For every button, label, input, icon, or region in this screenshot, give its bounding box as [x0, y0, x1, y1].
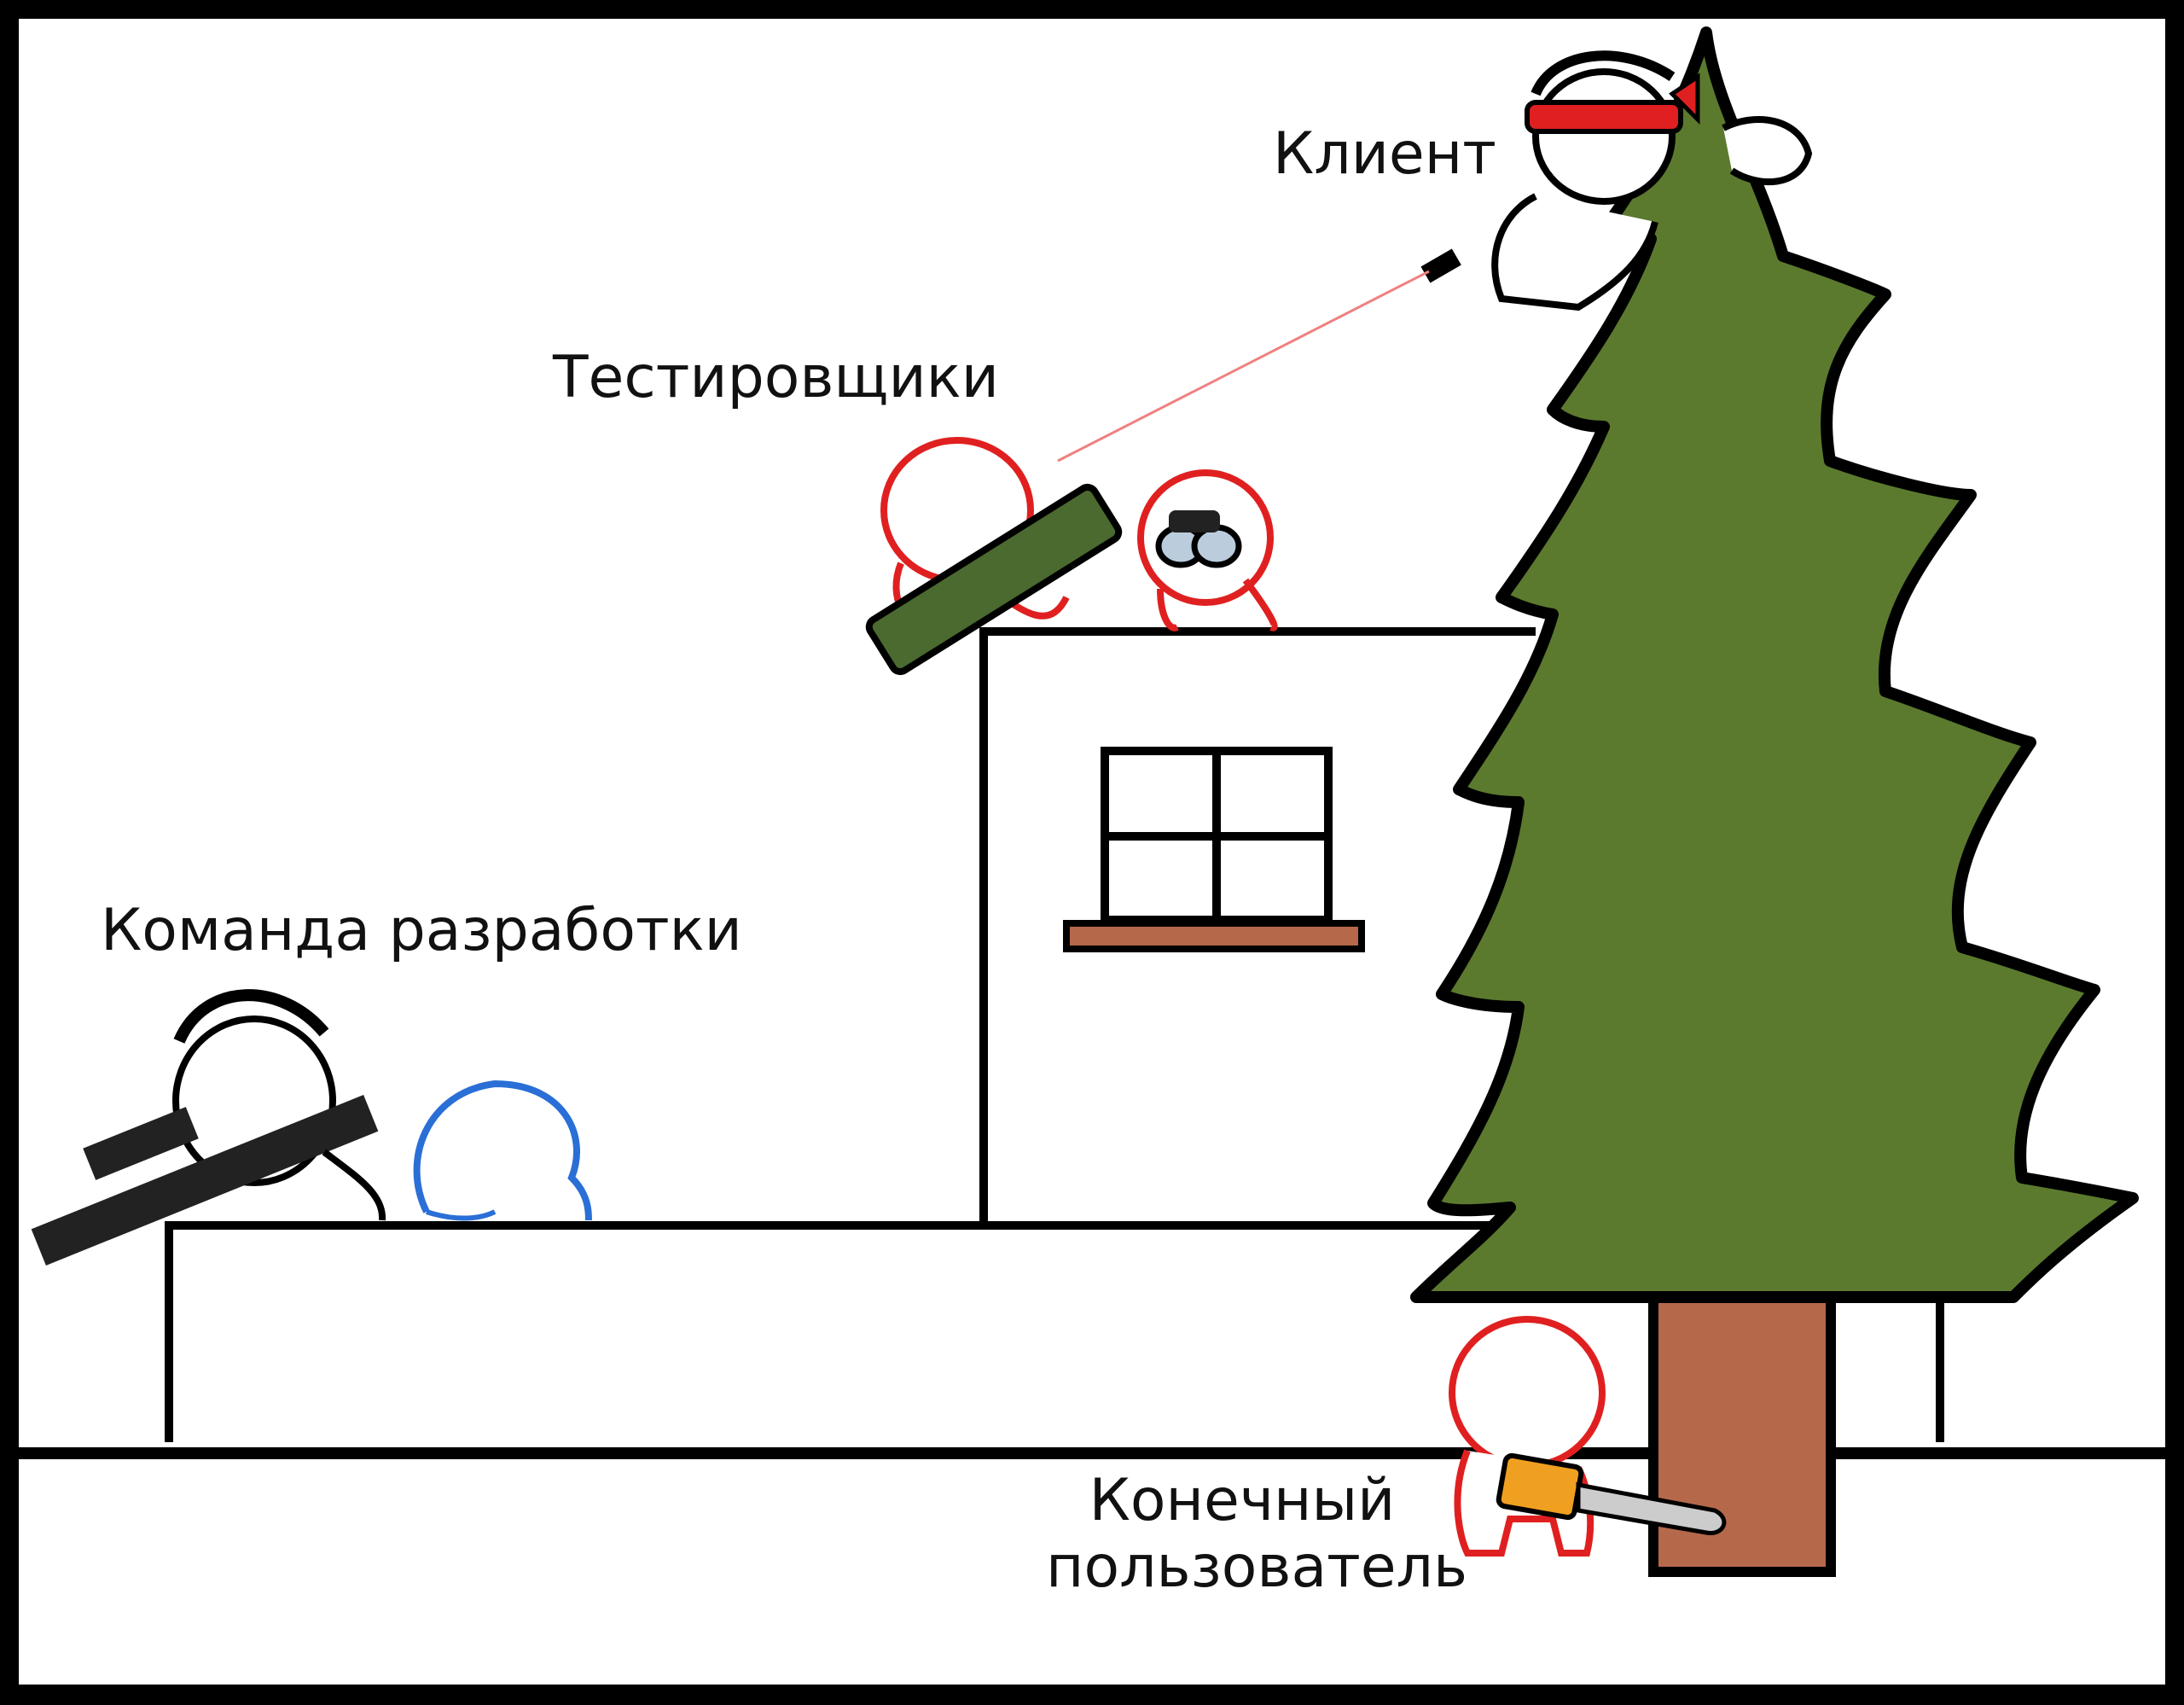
dev-helper	[413, 1079, 592, 1221]
tree-foliage	[1410, 26, 2139, 1303]
dev-sniper	[31, 989, 386, 1266]
end-user-character	[1449, 1316, 1727, 1557]
laser-sight	[1057, 270, 1430, 463]
client-label: Клиент	[1273, 120, 1496, 188]
testers-label: Тестировщики	[553, 344, 999, 411]
sniper-rifle	[31, 1095, 379, 1266]
low-wall	[165, 1221, 1944, 1442]
tall-building	[979, 627, 1536, 1225]
end-user-label-line1: Конечный	[1089, 1467, 1396, 1534]
client-character	[1420, 50, 1813, 311]
chainsaw-body	[1496, 1452, 1584, 1521]
tester-with-binoculars	[1137, 469, 1278, 631]
window-sill	[1063, 920, 1365, 952]
end-user-label-line2: пользователь	[1046, 1533, 1468, 1602]
chainsaw-blade	[1576, 1481, 1727, 1535]
red-headband	[1525, 100, 1683, 134]
tree-trunk	[1648, 1292, 1836, 1577]
tester-with-bazooka	[865, 437, 1123, 676]
dev-team-label: Команда разработки	[101, 897, 742, 964]
bazooka	[865, 483, 1123, 676]
end-user-label: Конечный пользователь	[1046, 1467, 1468, 1602]
